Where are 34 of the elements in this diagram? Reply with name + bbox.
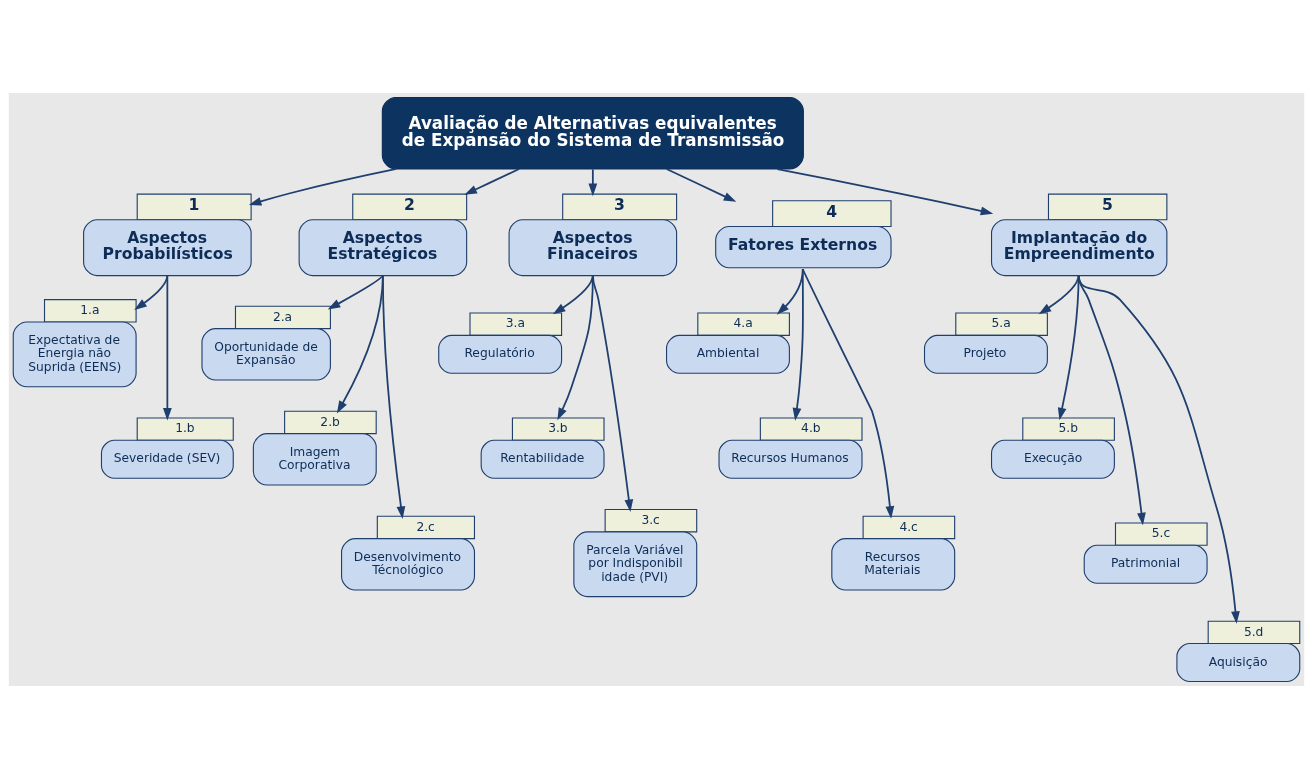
node-label: 4.b [801,421,821,436]
arrow [162,274,172,421]
node-label: 3.b [548,421,568,436]
arrow [336,274,384,414]
node-label: 3.a [505,316,525,331]
arrow [464,168,520,195]
node-label: 3.c [641,512,660,527]
node-label: 4 [826,201,838,221]
node-label: 1.b [175,421,195,436]
node-label: 5.d [1243,624,1264,639]
arrow [248,168,398,206]
node-label: 4.a [733,316,753,331]
node-label: 1 [188,194,200,214]
node-label: 5.b [1058,421,1079,436]
node-label: 2.b [320,414,340,429]
arrow [1038,274,1080,315]
arrow [591,274,634,513]
node-label: 5 [1102,194,1113,214]
arrow [1077,274,1240,624]
node-label: 5.a [991,316,1011,331]
arrow [588,168,598,197]
node-label: 2 [404,194,415,214]
arrow [665,168,737,202]
node-label: 4.c [899,519,918,534]
node-label: 1.a [80,302,100,317]
node-label: 3 [614,194,625,214]
node-label: 2.a [272,309,293,324]
node-label: 5.c [1151,526,1171,541]
arrow [792,268,804,421]
arrow [327,274,384,310]
arrow [801,268,895,519]
arrow [382,274,406,519]
node-label: 2.c [416,519,435,534]
arrow [776,168,994,216]
